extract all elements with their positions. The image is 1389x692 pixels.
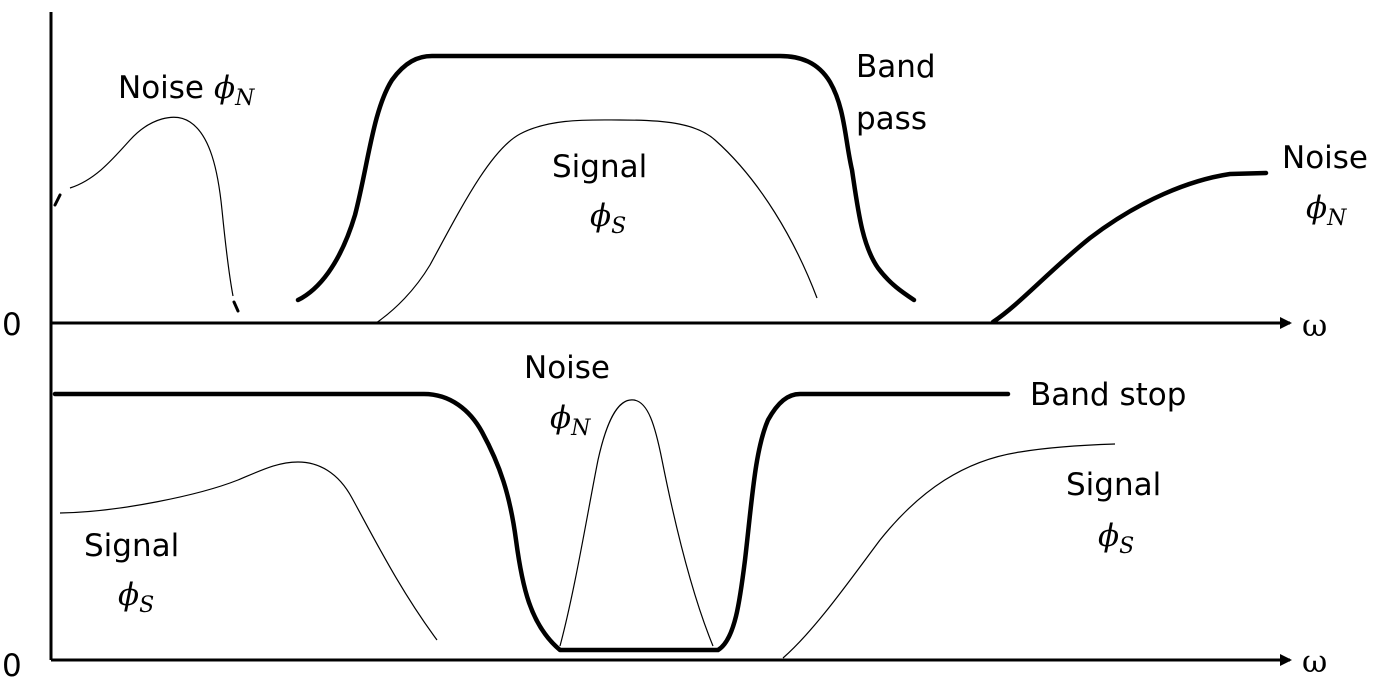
band-pass-label-line2: pass	[856, 101, 927, 137]
noise-curve-band-stop	[559, 399, 714, 647]
signal-curve-right	[782, 443, 1116, 659]
right-noise-label: Noise	[1282, 140, 1368, 176]
signal-symbol-left: ϕS	[118, 577, 154, 618]
left-noise-stub-top	[53, 193, 62, 207]
band-stop-noise-label: Noise	[524, 350, 610, 386]
right-noise-symbol: ϕN	[1306, 190, 1347, 231]
signal-symbol-band-pass: ϕS	[590, 198, 626, 239]
signal-label-band-pass: Signal	[552, 149, 647, 185]
signal-curve-left	[59, 461, 438, 641]
right-noise-curve	[990, 170, 1269, 325]
band-pass-label-line1: Band	[856, 49, 936, 85]
signal-label-left: Signal	[84, 528, 179, 564]
lower-omega-label: ω	[1302, 644, 1327, 680]
upper-omega-label: ω	[1302, 308, 1327, 344]
band-stop-curve	[52, 391, 1011, 653]
band-stop-noise-symbol: ϕN	[550, 400, 591, 441]
signal-curve-band-pass	[375, 119, 818, 324]
left-noise-curve	[69, 116, 234, 297]
signal-label-right: Signal	[1066, 467, 1161, 503]
lower-zero-label: 0	[2, 648, 22, 684]
band-pass-curve	[295, 53, 917, 303]
left-noise-stub-bottom	[232, 300, 240, 313]
signal-symbol-right: ϕS	[1098, 518, 1134, 559]
upper-zero-label: 0	[2, 307, 22, 343]
band-stop-label: Band stop	[1030, 377, 1186, 413]
